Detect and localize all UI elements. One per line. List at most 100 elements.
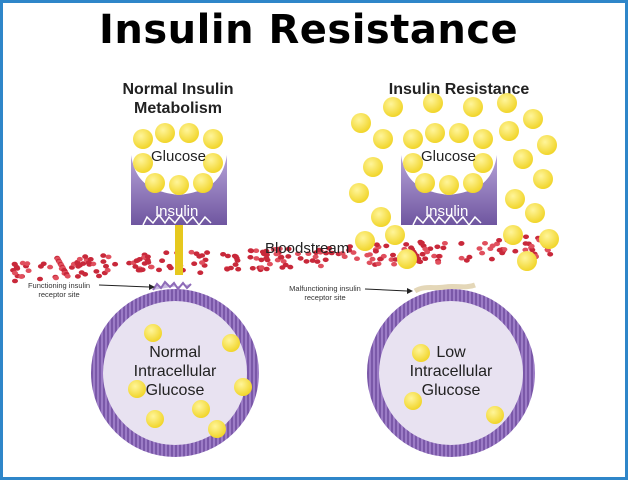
resistance-glucose-label: Glucose	[421, 148, 477, 165]
blood-cell	[424, 249, 431, 255]
blood-cell	[148, 264, 155, 270]
normal-insulin-link	[175, 223, 183, 275]
resistance-insulin-molecule	[401, 155, 497, 227]
blood-cell	[191, 261, 198, 267]
blood-cell	[463, 258, 470, 263]
normal-cell-line2: Intracellular	[133, 363, 217, 380]
blood-cell	[82, 254, 89, 259]
blood-cell	[53, 275, 59, 281]
blood-cell	[204, 250, 211, 255]
blood-cell	[346, 247, 353, 253]
resistance-insulin-label: Insulin	[425, 203, 469, 220]
blood-cell	[14, 266, 21, 271]
blood-cell	[266, 261, 273, 267]
normal-panel-title: Normal Insulin Metabolism	[103, 80, 253, 118]
blood-cell	[227, 265, 234, 271]
blood-cell	[105, 254, 112, 260]
blood-cell	[440, 245, 447, 251]
blood-cell	[523, 234, 529, 240]
blood-cell	[547, 252, 554, 257]
blood-cell	[482, 241, 488, 246]
blood-cell	[422, 256, 429, 261]
functioning-note-line2: receptor site	[38, 290, 80, 299]
blood-cell	[364, 252, 371, 258]
blood-cell	[136, 257, 143, 262]
blood-cell	[278, 255, 285, 260]
resistance-cell-line1: Low	[436, 344, 466, 361]
blood-cell	[85, 260, 92, 266]
blood-cell	[522, 241, 529, 246]
blood-cell	[273, 251, 280, 257]
malfunctioning-receptor-note: Malfunctioning insulin receptor site	[279, 284, 371, 302]
blood-cell	[126, 260, 133, 266]
blood-cell	[315, 247, 322, 253]
blood-cell	[347, 244, 353, 249]
blood-cell	[159, 258, 166, 263]
blood-cell	[74, 274, 81, 279]
blood-cell	[233, 255, 240, 261]
malfunctioning-note-line2: receptor site	[304, 293, 346, 302]
blood-cell	[270, 247, 277, 252]
blood-cell	[144, 254, 151, 260]
blood-cell	[391, 261, 398, 267]
blood-cell	[354, 256, 360, 261]
normal-cell-line1: Normal	[149, 344, 201, 361]
blood-cell	[366, 260, 373, 266]
normal-insulin-label: Insulin	[155, 203, 199, 220]
blood-cell	[434, 244, 441, 250]
blood-cell	[144, 258, 151, 263]
blood-cell	[501, 247, 508, 252]
blood-cell	[139, 267, 146, 273]
blood-cell	[188, 249, 195, 255]
receptor-pointers	[98, 284, 413, 294]
normal-title-line2: Metabolism	[133, 100, 222, 117]
blood-cell	[100, 259, 107, 264]
blood-cell	[416, 259, 422, 264]
blood-cell	[47, 264, 54, 270]
blood-cell	[199, 253, 206, 258]
blood-cell	[249, 266, 256, 271]
blood-cell	[305, 251, 312, 256]
blood-cell	[197, 270, 204, 276]
blood-cell	[12, 278, 18, 284]
blood-cell	[403, 242, 410, 247]
blood-cell	[458, 255, 465, 261]
blood-cell	[458, 241, 465, 246]
blood-cell	[285, 246, 292, 252]
blood-cell	[489, 243, 496, 249]
resistance-panel-title: Insulin Resistance	[388, 81, 530, 98]
blood-cell	[166, 263, 173, 269]
blood-cell	[435, 254, 442, 259]
blood-cell	[100, 253, 107, 258]
blood-cell	[285, 254, 292, 259]
blood-cell	[25, 268, 32, 274]
blood-cell	[264, 257, 271, 263]
blood-cell	[247, 255, 254, 260]
functioning-receptor-note: Functioning insulin receptor site	[17, 281, 101, 299]
blood-cell	[90, 261, 97, 267]
blood-cell	[441, 241, 448, 246]
blood-cell	[326, 246, 333, 251]
blood-cell	[247, 248, 254, 253]
normal-cell-line3: Glucose	[145, 382, 205, 399]
resistance-cell-label: Low Intracellular Glucose	[391, 343, 511, 400]
blood-cell	[297, 256, 304, 261]
blood-cell	[317, 263, 324, 269]
blood-cell	[427, 246, 434, 251]
resistance-cell-line2: Intracellular	[409, 363, 493, 380]
blood-cell	[263, 252, 270, 257]
blood-cell	[435, 260, 442, 265]
blood-cell	[163, 250, 170, 255]
blood-cell	[341, 254, 348, 259]
blood-cell	[258, 265, 265, 270]
blood-cell	[295, 251, 301, 257]
blood-cell	[76, 256, 83, 262]
blood-cell	[40, 261, 47, 267]
blood-cell	[390, 252, 396, 258]
blood-cell	[93, 269, 100, 274]
blood-cell	[104, 267, 111, 273]
blood-cell	[82, 272, 89, 277]
blood-cell	[112, 261, 119, 267]
blood-cell	[235, 266, 242, 272]
